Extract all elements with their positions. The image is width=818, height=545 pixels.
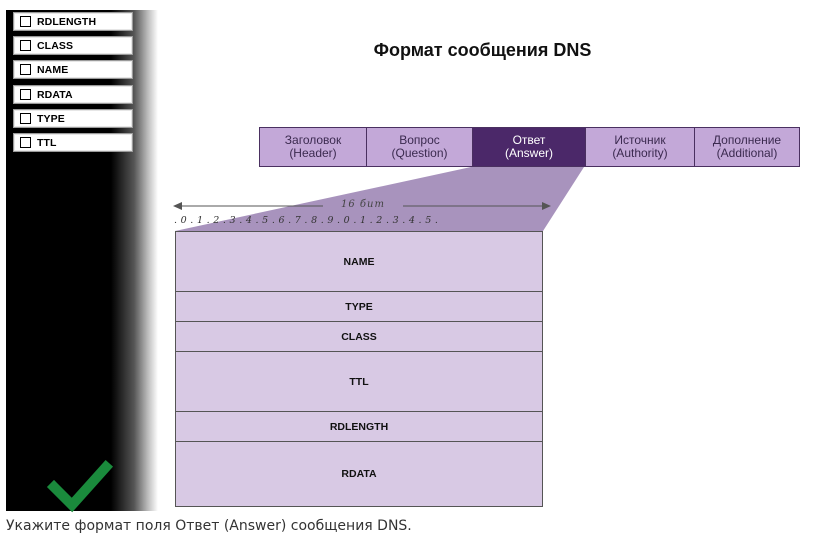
option-label: TYPE bbox=[37, 112, 65, 125]
field-class: CLASS bbox=[176, 322, 542, 352]
section-header[interactable]: Заголовок (Header) bbox=[260, 128, 367, 166]
field-name: NAME bbox=[176, 232, 542, 292]
field-label: RDATA bbox=[341, 468, 377, 480]
diagram-title: Формат сообщения DNS bbox=[373, 40, 592, 60]
field-rdlength: RDLENGTH bbox=[176, 412, 542, 442]
option-label: RDATA bbox=[37, 88, 73, 101]
width-label: 16 бит bbox=[341, 199, 385, 210]
question-text: Укажите формат поля Ответ (Answer) сообщ… bbox=[6, 518, 412, 534]
option-label: RDLENGTH bbox=[37, 15, 97, 28]
checkbox-icon[interactable] bbox=[20, 16, 31, 27]
field-ttl: TTL bbox=[176, 352, 542, 412]
answer-record-format: NAME TYPE CLASS TTL RDLENGTH RDATA bbox=[175, 231, 543, 507]
checkmark-icon bbox=[46, 459, 114, 513]
checkbox-icon[interactable] bbox=[20, 89, 31, 100]
option-label: CLASS bbox=[37, 39, 74, 52]
section-name: Дополнение bbox=[712, 133, 782, 147]
dns-message-sections: Заголовок (Header) Вопрос (Question) Отв… bbox=[259, 127, 800, 167]
option-chip-rdata[interactable]: RDATA bbox=[13, 85, 133, 104]
answer-options-panel: RDLENGTH CLASS NAME RDATA TYPE TTL bbox=[6, 10, 158, 513]
field-type: TYPE bbox=[176, 292, 542, 322]
option-chip-rdlength[interactable]: RDLENGTH bbox=[13, 12, 133, 31]
field-label: TTL bbox=[349, 375, 369, 388]
option-chip-type[interactable]: TYPE bbox=[13, 109, 133, 128]
section-name: Вопрос bbox=[399, 133, 440, 147]
section-name: Заголовок bbox=[284, 133, 342, 147]
checkbox-icon[interactable] bbox=[20, 113, 31, 124]
field-label: RDLENGTH bbox=[329, 420, 389, 433]
field-label: CLASS bbox=[341, 330, 377, 343]
option-chip-ttl[interactable]: TTL bbox=[13, 133, 133, 152]
section-name: Источник bbox=[614, 133, 666, 147]
bit-positions: . 0 . 1 . 2 . 3 . 4 . 5 . 6 . 7 . 8 . 9 … bbox=[174, 215, 439, 226]
section-name-en: (Answer) bbox=[504, 146, 553, 160]
field-rdata: RDATA bbox=[176, 442, 542, 506]
section-name-en: (Header) bbox=[289, 146, 337, 160]
section-authority[interactable]: Источник (Authority) bbox=[586, 128, 695, 166]
option-chip-name[interactable]: NAME bbox=[13, 60, 133, 79]
section-additional[interactable]: Дополнение (Additional) bbox=[695, 128, 799, 166]
field-label: TYPE bbox=[345, 300, 373, 313]
section-question[interactable]: Вопрос (Question) bbox=[367, 128, 473, 166]
section-name-en: (Question) bbox=[391, 146, 448, 160]
checkbox-icon[interactable] bbox=[20, 64, 31, 75]
section-name-en: (Authority) bbox=[612, 146, 668, 160]
option-label: TTL bbox=[37, 136, 57, 149]
checkbox-icon[interactable] bbox=[20, 137, 31, 148]
field-label: NAME bbox=[343, 255, 375, 268]
checkbox-icon[interactable] bbox=[20, 40, 31, 51]
section-name-en: (Additional) bbox=[716, 146, 778, 160]
section-name: Ответ bbox=[512, 133, 546, 147]
option-label: NAME bbox=[37, 63, 69, 76]
option-chip-class[interactable]: CLASS bbox=[13, 36, 133, 55]
section-answer[interactable]: Ответ (Answer) bbox=[473, 128, 586, 166]
width-ruler-arrow bbox=[173, 202, 551, 210]
